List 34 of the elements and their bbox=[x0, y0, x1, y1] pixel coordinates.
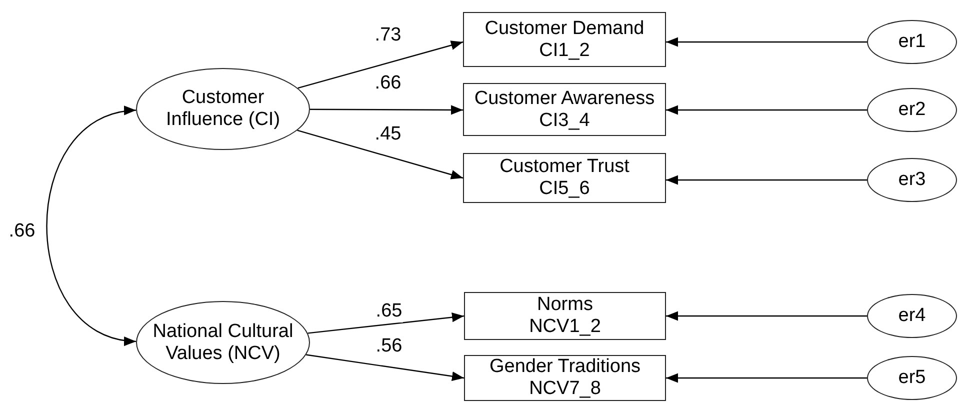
observed-variable-box bbox=[463, 83, 666, 136]
node-label: er5 bbox=[898, 367, 926, 389]
path-arrow bbox=[308, 312, 464, 334]
node-label: Customer Awareness bbox=[474, 88, 655, 110]
node-label: NCV1_2 bbox=[529, 316, 601, 338]
edge-label: .65 bbox=[374, 302, 404, 322]
node-label: CI3_4 bbox=[539, 110, 590, 132]
node-label: CI1_2 bbox=[539, 40, 590, 62]
node-label: Norms bbox=[537, 294, 593, 316]
path-arrow bbox=[666, 105, 867, 115]
path-arrow bbox=[310, 105, 463, 115]
observed-variable-box bbox=[463, 12, 666, 67]
node-label: Customer Trust bbox=[500, 156, 630, 178]
node-label: Customer Influence (CI) bbox=[164, 87, 282, 131]
node-label: er3 bbox=[898, 169, 926, 191]
path-arrow bbox=[666, 175, 867, 185]
node-label: NCV7_8 bbox=[529, 378, 601, 400]
node-label: er1 bbox=[898, 31, 926, 53]
path-arrow bbox=[306, 354, 464, 381]
node-label: er4 bbox=[898, 305, 926, 327]
node-label: Customer Demand bbox=[484, 18, 644, 40]
path-arrow bbox=[297, 130, 464, 180]
path-arrow bbox=[298, 40, 464, 89]
observed-variable-box bbox=[463, 153, 666, 203]
observed-variable-box bbox=[464, 292, 666, 340]
covariance-arrow bbox=[46, 108, 136, 344]
path-arrow bbox=[666, 311, 867, 321]
node-label: CI5_6 bbox=[539, 178, 590, 200]
node-label: er2 bbox=[898, 99, 926, 121]
path-arrow bbox=[666, 373, 867, 383]
observed-variable-box bbox=[464, 355, 666, 401]
path-arrow bbox=[666, 37, 867, 47]
node-label: Gender Traditions bbox=[489, 356, 641, 378]
node-label: National Cultural Values (NCV) bbox=[152, 320, 294, 364]
